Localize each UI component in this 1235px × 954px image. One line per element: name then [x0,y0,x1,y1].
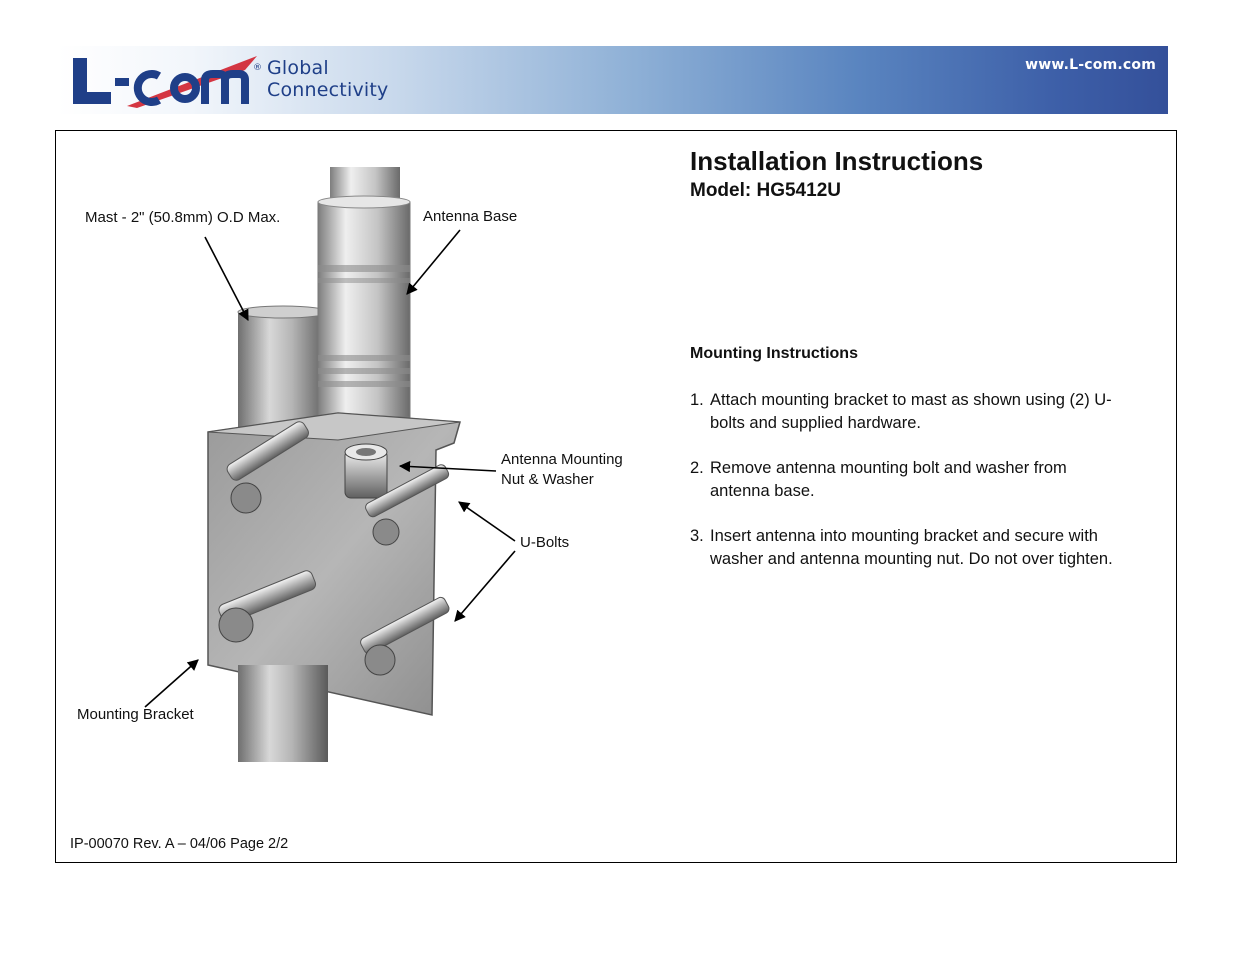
callout-mounting-nut-line2: Nut & Washer [501,471,594,488]
step-number: 2. [690,459,704,477]
header-banner: ® Global Connectivity www.L-com.com [57,46,1168,114]
u-bolt-lower-right [360,596,450,676]
arrow-antenna-base [406,229,461,295]
svg-text:®: ® [253,63,262,73]
page-frame [55,130,1177,863]
callout-mast: Mast - 2" (50.8mm) O.D Max. [85,209,281,226]
page-title: Installation Instructions [690,146,984,176]
arrow-u-bolt-upper [458,501,516,542]
callout-mounting-nut-line1: Antenna Mounting [501,451,623,468]
arrow-u-bolt-lower [454,550,516,622]
u-bolt-lower-left [218,570,317,643]
step-text: Remove antenna mounting bolt and washer … [710,459,1067,500]
logo-tagline-connectivity: Connectivity [267,79,389,101]
list-item: 3. Insert antenna into mounting bracket … [690,525,1130,571]
step-number: 3. [690,527,704,545]
model-number: Model: HG5412U [690,180,841,201]
antenna-mount-figure [144,167,516,762]
callout-antenna-base: Antenna Base [423,208,518,225]
step-text: Insert antenna into mounting bracket and… [710,527,1113,568]
lcom-logo: ® [73,56,262,108]
list-item: 2. Remove antenna mounting bolt and wash… [690,457,1130,503]
step-text: Attach mounting bracket to mast as shown… [710,391,1112,432]
arrow-mounting-bracket [144,659,199,708]
callout-u-bolts: U-Bolts [520,534,570,551]
list-item: 1. Attach mounting bracket to mast as sh… [690,389,1130,435]
instruction-steps: 1. Attach mounting bracket to mast as sh… [690,389,1130,593]
arrow-mast [204,236,249,321]
arrow-mounting-nut [398,460,497,473]
step-number: 1. [690,391,704,409]
callout-mounting-bracket: Mounting Bracket [77,706,194,723]
callout-mounting-nut: Antenna Mounting Nut & Washer [501,450,623,490]
mounting-instructions-heading: Mounting Instructions [690,345,858,362]
u-bolt-upper-left [226,421,309,514]
website-url[interactable]: www.L-com.com [1025,57,1156,73]
logo-tagline-global: Global [267,57,329,79]
antenna-base [317,195,411,418]
document-footer: IP-00070 Rev. A – 04/06 Page 2/2 [70,836,289,852]
u-bolt-upper-right [365,464,450,546]
antenna-mounting-nut [344,443,388,499]
